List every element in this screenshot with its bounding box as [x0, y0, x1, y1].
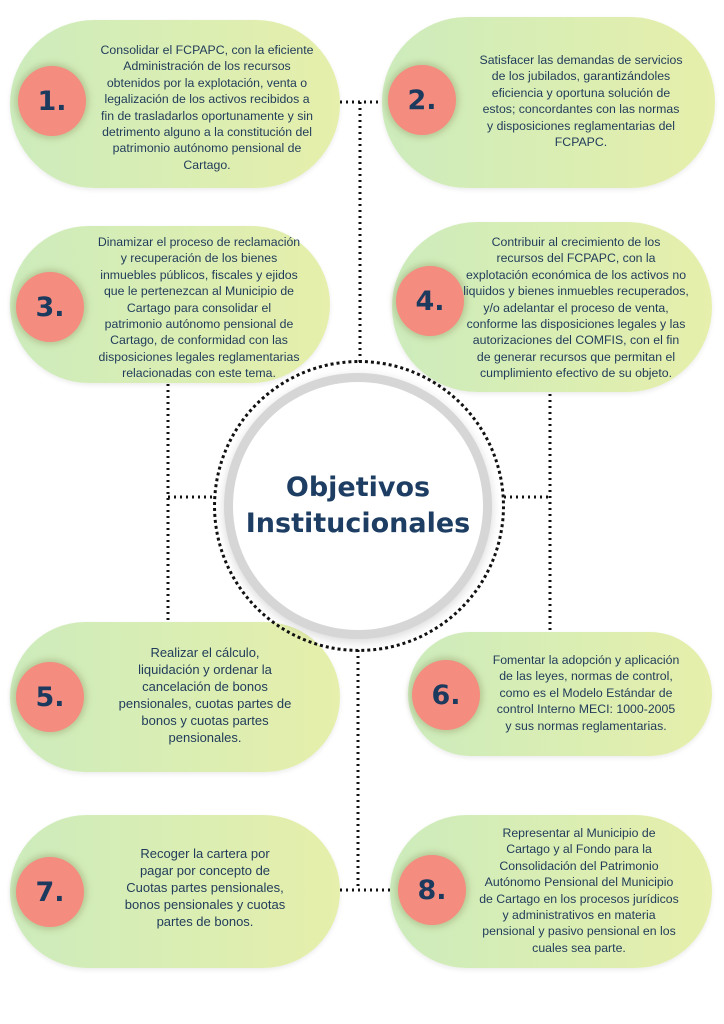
center-circle: Objetivos Institucionales: [233, 382, 483, 630]
objective-card-3: 3. Dinamizar el proceso de reclamación y…: [10, 226, 330, 383]
objective-card-2: 2. Satisfacer las demandas de servicios …: [382, 17, 715, 188]
objective-card-1: 1. Consolidar el FCPAPC, con la eficient…: [10, 20, 340, 188]
objective-text: Satisfacer las demandas de servicios de …: [479, 53, 683, 150]
number-badge: 4.: [396, 266, 464, 336]
number-badge: 7.: [16, 857, 84, 927]
objective-text: Representar al Municipio de Cartago y al…: [479, 826, 679, 955]
center-dotted-ring: [213, 360, 505, 652]
objective-text: Recoger la cartera por pagar por concept…: [124, 846, 286, 929]
objective-card-4: 4. Contribuir al crecimiento de los recu…: [392, 222, 712, 392]
number-badge: 3.: [16, 272, 84, 342]
number-badge: 5.: [16, 662, 84, 732]
objective-card-7: 7. Recoger la cartera por pagar por conc…: [10, 815, 340, 968]
objective-card-8: 8. Representar al Municipio de Cartago y…: [390, 815, 712, 968]
objective-text: Contribuir al crecimiento de los recurso…: [463, 235, 689, 381]
number-badge: 8.: [398, 855, 466, 925]
objective-text: Realizar el cálculo, liquidación y orden…: [118, 645, 292, 745]
objective-text: Consolidar el FCPAPC, con la eficiente A…: [100, 43, 314, 172]
diagram-title: Objetivos Institucionales: [245, 472, 471, 539]
objective-text: Fomentar la adopción y aplicación de las…: [492, 653, 680, 733]
number-badge: 2.: [388, 65, 456, 135]
objective-card-5: 5. Realizar el cálculo, liquidación y or…: [10, 622, 340, 772]
objective-text: Dinamizar el proceso de reclamación y re…: [97, 235, 301, 381]
objective-card-6: 6. Fomentar la adopción y aplicación de …: [408, 632, 712, 756]
number-badge: 6.: [412, 660, 480, 730]
number-badge: 1.: [18, 66, 86, 136]
